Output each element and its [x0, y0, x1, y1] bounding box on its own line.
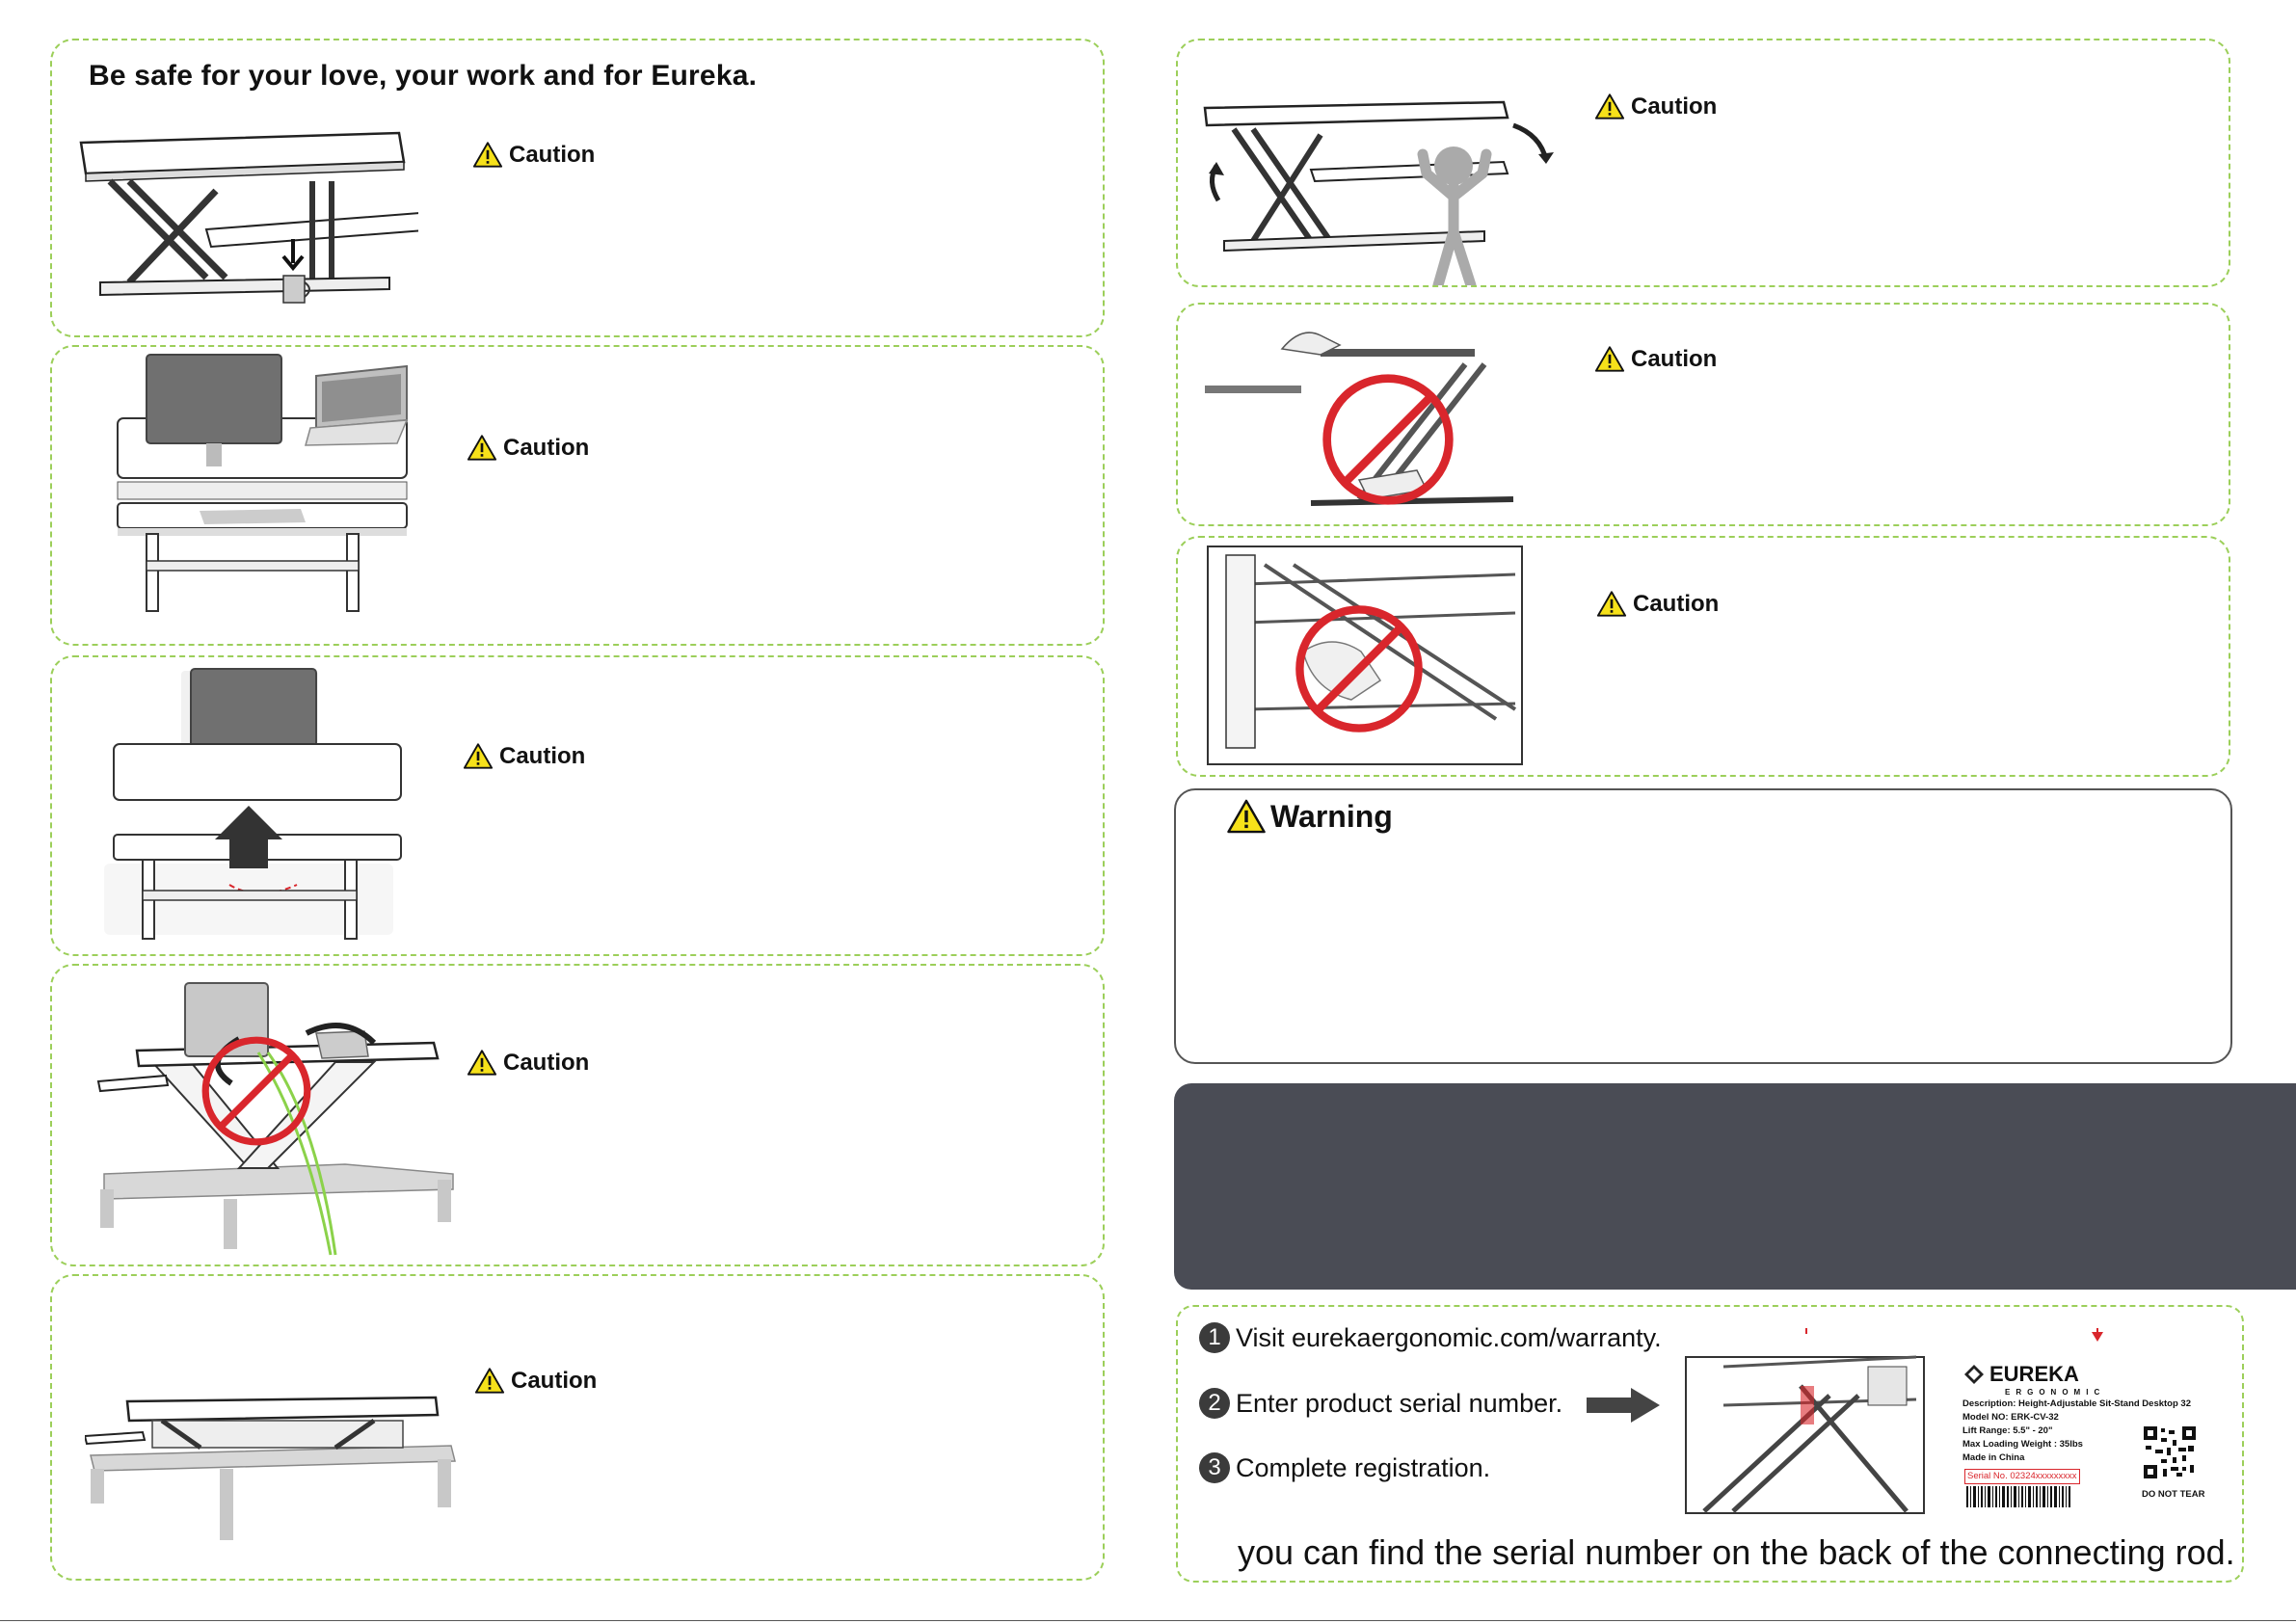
step-text: Visit eurekaergonomic.com/warranty. — [1236, 1322, 1662, 1352]
safety-card-4 — [50, 964, 1105, 1266]
bottom-rule — [0, 1620, 2296, 1621]
desk-lift-arrow-illustration — [104, 668, 402, 940]
registration-step-2: 2 Enter product serial number. — [1199, 1388, 1562, 1419]
warning-triangle-icon — [463, 742, 494, 770]
label-max-weight: Max Loading Weight : 35lbs — [1962, 1439, 2083, 1450]
warning-triangle-icon — [1594, 345, 1625, 373]
registration-step-1: 1 Visit eurekaergonomic.com/warranty. — [1199, 1322, 1662, 1353]
dark-info-panel — [1174, 1083, 2296, 1290]
hand-pinch-hazard-illustration — [1207, 546, 1523, 765]
safety-card-5 — [50, 1274, 1105, 1581]
desk-with-mug-illustration — [79, 131, 418, 304]
safety-card-1 — [50, 39, 1105, 337]
warning-triangle-icon — [467, 434, 497, 462]
page-heading: Be safe for your love, your work and for… — [89, 60, 758, 92]
warning-triangle-icon — [467, 1049, 497, 1077]
desk-monitor-laptop-illustration — [117, 354, 409, 612]
label-lift-range: Lift Range: 5.5" - 20" — [1962, 1425, 2053, 1436]
caution-label-6: Caution — [1594, 93, 1717, 120]
step-number: 1 — [1199, 1322, 1230, 1353]
safety-card-3 — [50, 655, 1105, 956]
warning-box — [1174, 788, 2232, 1064]
step-text: Complete registration. — [1236, 1452, 1491, 1482]
pinch-hazard-illustration — [1205, 332, 1514, 506]
barcode-icon — [1966, 1486, 2070, 1507]
step-text: Enter product serial number. — [1236, 1388, 1563, 1418]
safety-card-6 — [1176, 39, 2230, 287]
safety-card-7 — [1176, 303, 2230, 526]
warning-triangle-icon — [1596, 590, 1627, 618]
warning-triangle-icon — [1594, 93, 1625, 120]
caution-label-8: Caution — [1596, 590, 1719, 618]
safety-card-2 — [50, 345, 1105, 646]
registration-card — [1176, 1305, 2244, 1583]
warning-triangle-icon — [472, 141, 503, 169]
caution-label-2: Caution — [467, 434, 589, 462]
step-number: 3 — [1199, 1452, 1230, 1483]
warning-triangle-icon — [1226, 798, 1267, 835]
eureka-logo-icon — [1964, 1365, 1984, 1384]
warning-title: Warning — [1226, 798, 1393, 835]
desk-on-table-illustration — [85, 1396, 456, 1540]
caution-label-3: Caution — [463, 742, 585, 770]
label-brand: EUREKA — [1989, 1362, 2079, 1386]
serial-location-note: you can find the serial number on the ba… — [1238, 1532, 2235, 1572]
caution-label-1: Caution — [472, 141, 595, 169]
qr-code-icon — [2144, 1426, 2196, 1478]
label-origin: Made in China — [1962, 1452, 2025, 1463]
safety-card-8 — [1176, 536, 2230, 777]
label-serial: Serial No. 02324xxxxxxxxx — [1964, 1469, 2080, 1484]
step-number: 2 — [1199, 1388, 1230, 1419]
desk-bounce-person-illustration — [1203, 100, 1554, 285]
label-description: Description: Height-Adjustable Sit-Stand… — [1962, 1398, 2191, 1409]
caution-label-4: Caution — [467, 1049, 589, 1077]
caution-label-5: Caution — [474, 1367, 597, 1395]
label-do-not-tear: DO NOT TEAR — [2142, 1489, 2205, 1500]
serial-location-illustration — [1685, 1328, 2103, 1514]
arrow-right-icon — [1587, 1388, 1660, 1423]
warning-triangle-icon — [474, 1367, 505, 1395]
label-sub-brand: ERGONOMIC — [2005, 1388, 2106, 1397]
desk-cable-prohibited-illustration — [96, 982, 454, 1256]
label-model: Model NO: ERK-CV-32 — [1962, 1412, 2059, 1423]
registration-step-3: 3 Complete registration. — [1199, 1452, 1490, 1483]
caution-label-7: Caution — [1594, 345, 1717, 373]
